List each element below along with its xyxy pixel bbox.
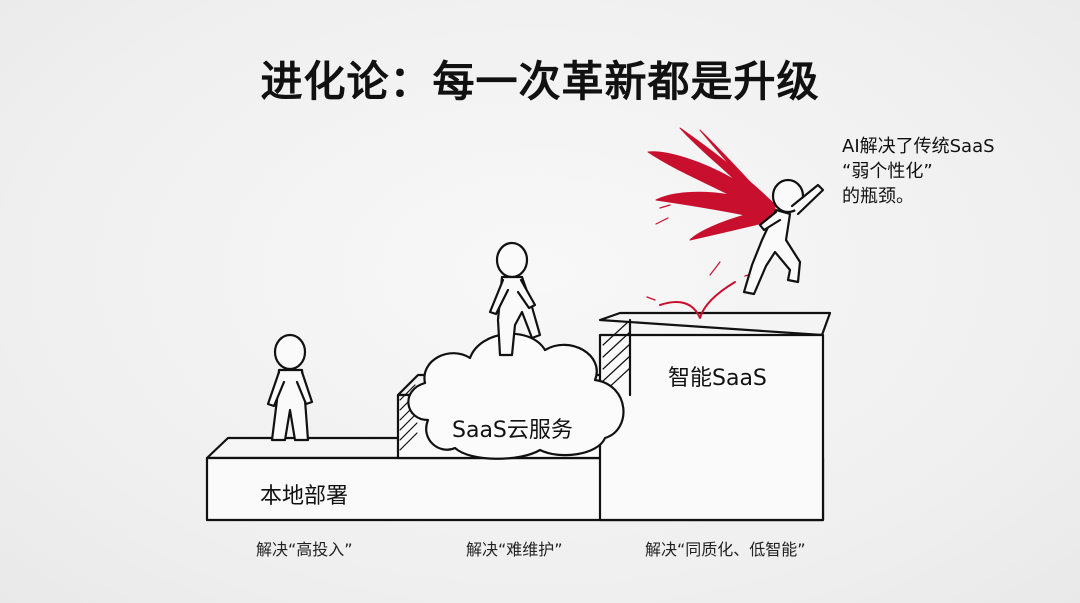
step-smart-saas [598, 272, 832, 522]
page-title: 进化论：每一次革新都是升级 [260, 57, 820, 106]
ai-annotation: AI解决了传统SaaS “弱个性化” 的瓶颈。 [842, 134, 995, 209]
ai-annotation-line-1: AI解决了传统SaaS [842, 136, 995, 157]
step-label-cloud: SaaS云服务 [452, 418, 573, 443]
stick-figure-icon-2 [488, 241, 542, 357]
ai-annotation-line-3: 的瓶颈。 [842, 186, 914, 207]
stick-figure-icon-1 [266, 333, 314, 442]
cloud-icon [407, 332, 625, 460]
note-smart: 解决“同质化、低智能” [645, 540, 806, 559]
stick-figure-icon-3 [742, 178, 825, 296]
step-label-local: 本地部署 [260, 484, 349, 509]
wings-icon [647, 127, 776, 241]
step-label-smart: 智能SaaS [668, 366, 767, 391]
note-local: 解决“高投入” [256, 540, 353, 559]
note-cloud: 解决“难维护” [466, 540, 563, 559]
motion-lines [655, 204, 721, 276]
ai-annotation-line-2: “弱个性化” [842, 161, 933, 182]
